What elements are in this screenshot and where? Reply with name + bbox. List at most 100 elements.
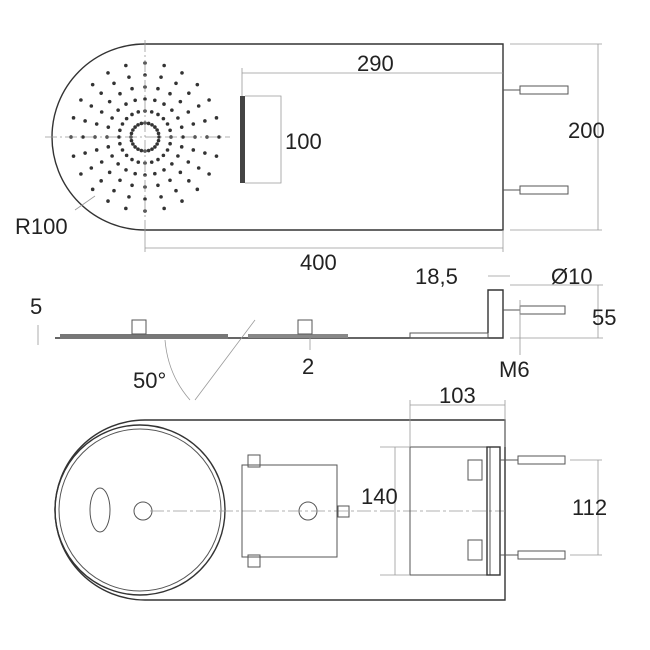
nozzle-dot: [124, 168, 128, 172]
nozzle-dot: [180, 71, 184, 75]
nozzle-dot: [136, 123, 140, 127]
nozzle-dot: [150, 123, 154, 127]
nozzle-dot: [118, 178, 122, 183]
nozzle-dot: [161, 153, 166, 158]
nozzle-dot: [159, 75, 163, 79]
dim-103: 103: [439, 383, 476, 408]
nozzle-dot: [191, 122, 196, 126]
nozzle-dot: [217, 135, 221, 139]
nozzle-dot: [89, 166, 94, 170]
nozzle-dot: [153, 125, 157, 129]
nozzle-dot: [156, 86, 160, 91]
nozzle-dot: [181, 135, 185, 139]
side-view: [37, 275, 603, 401]
nozzle-dot: [168, 178, 172, 183]
nozzle-dot: [133, 171, 137, 176]
nozzle-dot: [71, 116, 76, 120]
nozzle-dot: [149, 110, 154, 114]
nozzle-dot: [196, 104, 201, 108]
dim-r100: R100: [15, 214, 68, 239]
nozzle-dot: [90, 82, 95, 87]
nozzle-dot: [179, 125, 184, 129]
nozzle-dot: [127, 75, 131, 79]
nozzle-dot: [131, 128, 135, 132]
nozzle-dot: [191, 148, 196, 152]
nozzle-dot: [156, 157, 160, 162]
nozzle-dot: [149, 160, 154, 164]
nozzle-dot: [165, 148, 170, 152]
nozzle-dot: [165, 122, 170, 126]
dim-5: 5: [30, 294, 43, 319]
nozzle-dot: [83, 119, 87, 123]
nozzle-dot: [159, 195, 163, 199]
nozzle-dot: [143, 97, 147, 101]
dim-55: 55: [592, 305, 617, 330]
nozzle-dot: [195, 82, 200, 87]
nozzle-dot: [112, 188, 116, 193]
nozzle-dot: [153, 171, 157, 176]
dim-100: 100: [285, 129, 322, 154]
nozzle-dot: [118, 141, 122, 146]
nozzle-dot: [130, 112, 134, 117]
dim-18-5: 18,5: [415, 264, 458, 289]
nozzle-dot: [136, 147, 140, 151]
nozzle-dot: [116, 108, 120, 112]
nozzle-dot: [110, 116, 114, 120]
nozzle-dot: [180, 199, 184, 203]
nozzle-dot: [155, 142, 159, 146]
nozzle-dot: [178, 170, 183, 175]
nozzle-dot: [196, 166, 201, 170]
nozzle-dot: [176, 116, 180, 120]
nozzle-dot: [71, 154, 76, 158]
nozzle-dot: [99, 160, 104, 164]
nozzle-dot: [106, 199, 110, 203]
nozzle-dot: [170, 162, 174, 166]
nozzle-dot: [106, 145, 111, 149]
nozzle-dot: [117, 135, 121, 139]
nozzle-dot: [79, 98, 83, 102]
nozzle-dot: [150, 147, 154, 151]
nozzle-dot: [214, 154, 219, 158]
nozzle-dot: [90, 187, 95, 192]
nozzle-dot: [168, 91, 172, 96]
dim-angle-50: 50°: [133, 368, 167, 393]
nozzle-dot: [112, 81, 116, 86]
nozzle-dot: [139, 148, 144, 153]
nozzle-dot: [131, 142, 135, 146]
dim-400: 400: [300, 250, 337, 275]
nozzle-dot: [118, 91, 122, 96]
nozzle-dot: [94, 122, 99, 126]
dim-diameter-10: Ø10: [551, 264, 593, 289]
nozzle-dot: [168, 141, 172, 146]
nozzle-dot: [139, 121, 144, 126]
nozzle-dot: [203, 119, 207, 123]
dim-290: 290: [357, 51, 394, 76]
nozzle-dot: [162, 206, 166, 211]
nozzle-dot: [156, 183, 160, 188]
nozzle-dot: [106, 71, 110, 75]
nozzle-dot: [130, 157, 134, 162]
nozzle-dot: [129, 138, 134, 143]
nozzle-dot: [170, 108, 174, 112]
nozzle-dot: [94, 148, 99, 152]
nozzle-dot: [186, 110, 191, 114]
nozzle-dot: [174, 188, 178, 193]
nozzle-dot: [174, 81, 178, 86]
nozzle-dot: [156, 112, 160, 117]
nozzle-dot: [129, 131, 134, 136]
nozzle-dot: [161, 116, 166, 121]
nozzle-dot: [133, 145, 137, 149]
dim-2: 2: [302, 354, 315, 379]
nozzle-dot: [124, 116, 129, 121]
nozzle-dot: [157, 135, 161, 139]
nozzle-dot: [153, 145, 157, 149]
nozzle-pattern: [69, 61, 221, 213]
nozzle-dot: [143, 197, 147, 201]
nozzle-dot: [156, 131, 161, 136]
nozzle-dot: [155, 128, 159, 132]
nozzle-dot: [187, 179, 191, 183]
bottom-view: [54, 400, 602, 601]
nozzle-dot: [81, 135, 85, 139]
